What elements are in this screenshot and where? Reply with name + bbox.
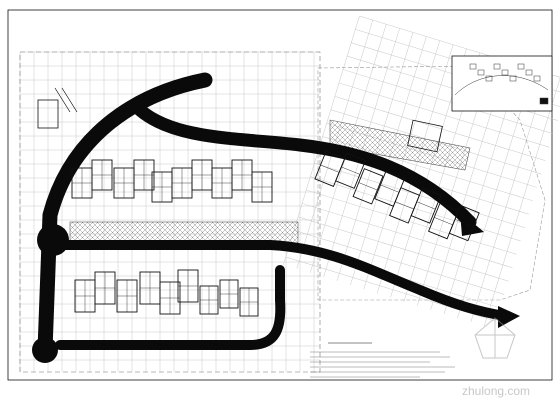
grid-line bbox=[302, 203, 513, 269]
grid-line bbox=[470, 73, 548, 323]
grid-line bbox=[306, 189, 517, 255]
grid-line bbox=[293, 229, 505, 295]
fire-access-roads bbox=[37, 72, 510, 358]
grid-line bbox=[297, 216, 509, 282]
inset-block bbox=[477, 69, 485, 76]
watermark-logo-icon bbox=[474, 317, 516, 359]
road-bottom-return bbox=[245, 265, 286, 350]
inset-block bbox=[525, 69, 533, 76]
grid-line bbox=[376, 44, 454, 294]
site-boundary-left bbox=[19, 51, 321, 373]
turning-circle-left bbox=[37, 224, 69, 256]
road-arrow-upper bbox=[460, 212, 484, 236]
building-inner-line bbox=[358, 182, 378, 191]
hatched-strip-right bbox=[329, 119, 471, 171]
inset-highlight bbox=[539, 97, 549, 105]
inset-block bbox=[501, 69, 509, 76]
building-row-right bbox=[314, 150, 480, 242]
inset-block bbox=[485, 75, 493, 82]
building-inner-line bbox=[434, 217, 453, 226]
drawing-notes bbox=[310, 351, 455, 378]
road-main-curve bbox=[37, 72, 213, 358]
road-arrow-lower bbox=[498, 306, 520, 328]
entrance-marks bbox=[54, 87, 78, 113]
building-inner-line bbox=[395, 201, 414, 210]
grid-line bbox=[343, 69, 554, 135]
grid-line bbox=[484, 77, 560, 327]
watermark-text: zhulong.com bbox=[462, 384, 530, 398]
inset-road bbox=[454, 75, 549, 96]
building-inner-line bbox=[454, 219, 474, 227]
inset-key-map bbox=[451, 55, 553, 112]
road-lower-branch bbox=[265, 240, 510, 321]
inset-block bbox=[493, 63, 501, 70]
drawing-frame bbox=[7, 9, 553, 381]
building-inner-line bbox=[320, 164, 340, 173]
grid-line bbox=[334, 96, 546, 161]
building-inner-line bbox=[341, 166, 360, 175]
inset-block bbox=[517, 63, 525, 70]
grid-line bbox=[363, 40, 441, 290]
building-footprints bbox=[71, 150, 480, 317]
watermark: zhulong.com bbox=[462, 317, 530, 398]
building-inner-line bbox=[416, 201, 436, 210]
pavilion-box bbox=[407, 119, 443, 153]
gatehouse-box bbox=[37, 99, 59, 129]
road-upper-branch bbox=[133, 103, 477, 229]
inset-block bbox=[533, 75, 541, 82]
inset-block bbox=[469, 63, 477, 70]
grid-line bbox=[310, 176, 521, 242]
turning-circle-bottom bbox=[32, 337, 58, 363]
building-inner-line bbox=[380, 184, 400, 193]
grid-line bbox=[338, 82, 550, 148]
